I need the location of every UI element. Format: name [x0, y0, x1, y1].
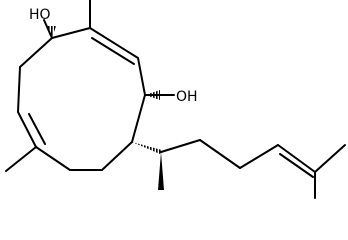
side-chain-bond	[239, 144, 279, 169]
diagram-canvas: HO OH	[5, 0, 346, 199]
ring-double-bond	[89, 27, 139, 65]
side-chain-double-bond	[277, 144, 316, 178]
side-chain-bond	[199, 139, 241, 169]
molecule-structure: HO OH	[5, 0, 346, 199]
solid-wedge-bond	[158, 152, 164, 190]
hydroxyl-bond	[43, 19, 53, 39]
hashed-wedge-bond	[132, 142, 162, 154]
hydroxyl-label: HO	[29, 7, 51, 23]
side-chain-bond	[160, 139, 201, 153]
ring-bond	[51, 27, 91, 39]
ring-double-bond	[17, 111, 46, 148]
ring-bond	[35, 146, 71, 171]
methyl-bond	[5, 146, 37, 172]
hashed-wedge-bond	[145, 90, 160, 100]
ring-bond	[137, 57, 146, 96]
ring-bond	[19, 37, 53, 68]
side-chain-bond	[314, 144, 346, 173]
ring-bond	[131, 94, 146, 143]
ring-bond	[101, 141, 133, 171]
ring-bond	[17, 66, 21, 113]
hashed-wedge-bond	[47, 26, 56, 38]
hydroxyl-label: OH	[176, 89, 198, 105]
